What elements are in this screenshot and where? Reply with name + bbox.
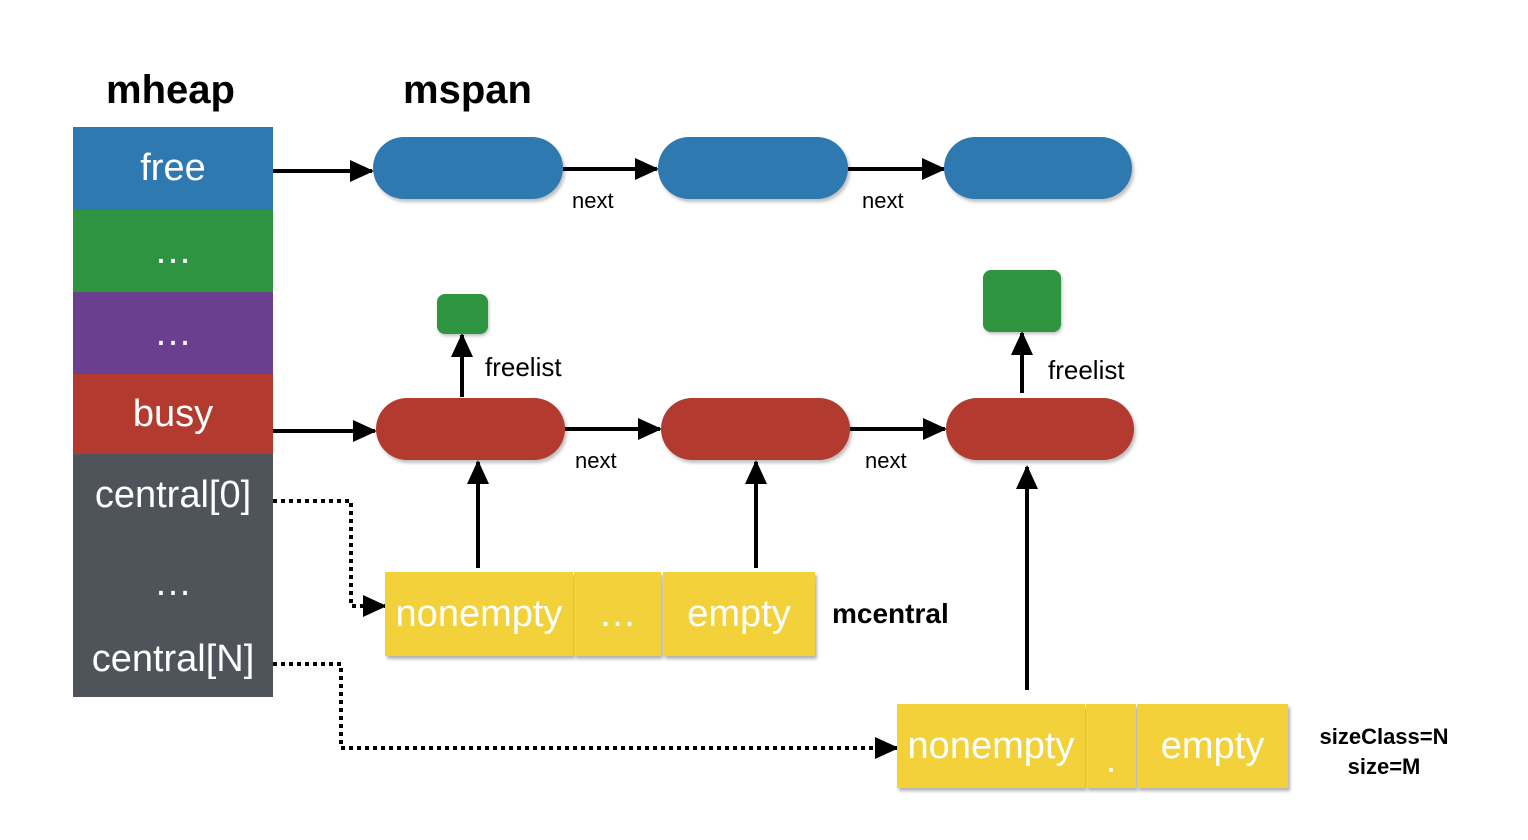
free-next-label-2: next [862, 188, 904, 213]
mcentral2-empty-cell: empty [1137, 704, 1288, 788]
busy-span-1 [376, 398, 565, 460]
freelist-object-2 [983, 270, 1061, 332]
centralN-dotted-arrow [273, 662, 899, 759]
mcentral2-nonempty-cell: nonempty [897, 704, 1085, 788]
mcentral-dots-cell: … [574, 572, 661, 656]
mheap-central0-label: central[0] [94, 474, 252, 516]
mheap-free-label: free [140, 147, 206, 189]
mcentral-empty-label: empty [687, 592, 791, 635]
mcentral2-nonempty-label: nonempty [907, 724, 1075, 767]
mheap-busy-label: busy [132, 392, 214, 435]
mheap-dots-3: … [154, 562, 192, 604]
mheap-central-block: central[0] … central[N] [73, 454, 273, 697]
mcentral-nonempty-label: nonempty [395, 592, 563, 635]
freelist-label-1: freelist [485, 352, 562, 382]
mcentral-empty-cell: empty [663, 572, 815, 656]
busy-next-label-1: next [575, 448, 617, 473]
busy-next-label-2: next [865, 448, 907, 473]
busy-span-2 [661, 398, 850, 460]
central0-dotted-arrow [273, 499, 387, 617]
mcentral-name: mcentral [832, 598, 949, 629]
mheap-green-cell: … [73, 210, 273, 292]
free-span-3 [944, 137, 1132, 199]
free-span-1 [373, 137, 563, 199]
free-span-2 [658, 137, 848, 199]
freelist-object-1 [437, 294, 488, 334]
mheap-title: mheap [106, 68, 235, 112]
mheap-centralN-label: central[N] [91, 638, 255, 680]
mcentral2-empty-label: empty [1160, 724, 1265, 767]
mheap-purple-cell: … [73, 292, 273, 374]
mspan-title: mspan [403, 68, 532, 112]
mcentral-nonempty-cell: nonempty [385, 572, 573, 656]
busy-span-3 [946, 398, 1134, 460]
mcentral2-caption: sizeClass=N size=M [1300, 722, 1468, 781]
mheap-free-cell: free [73, 127, 273, 210]
mcentral2-dot-cell: . [1086, 704, 1136, 788]
sizeclass-label: sizeClass=N [1319, 724, 1449, 749]
mcentral2-dot-label: . [1105, 739, 1117, 781]
mcentral-dots-label: … [598, 592, 637, 635]
free-next-label-1: next [572, 188, 614, 213]
mheap-busy-cell: busy [73, 374, 273, 454]
mheap-dots-2: … [154, 311, 192, 354]
freelist-label-2: freelist [1048, 355, 1125, 385]
mheap-dots-1: … [154, 229, 192, 272]
size-label: size=M [1347, 753, 1421, 779]
